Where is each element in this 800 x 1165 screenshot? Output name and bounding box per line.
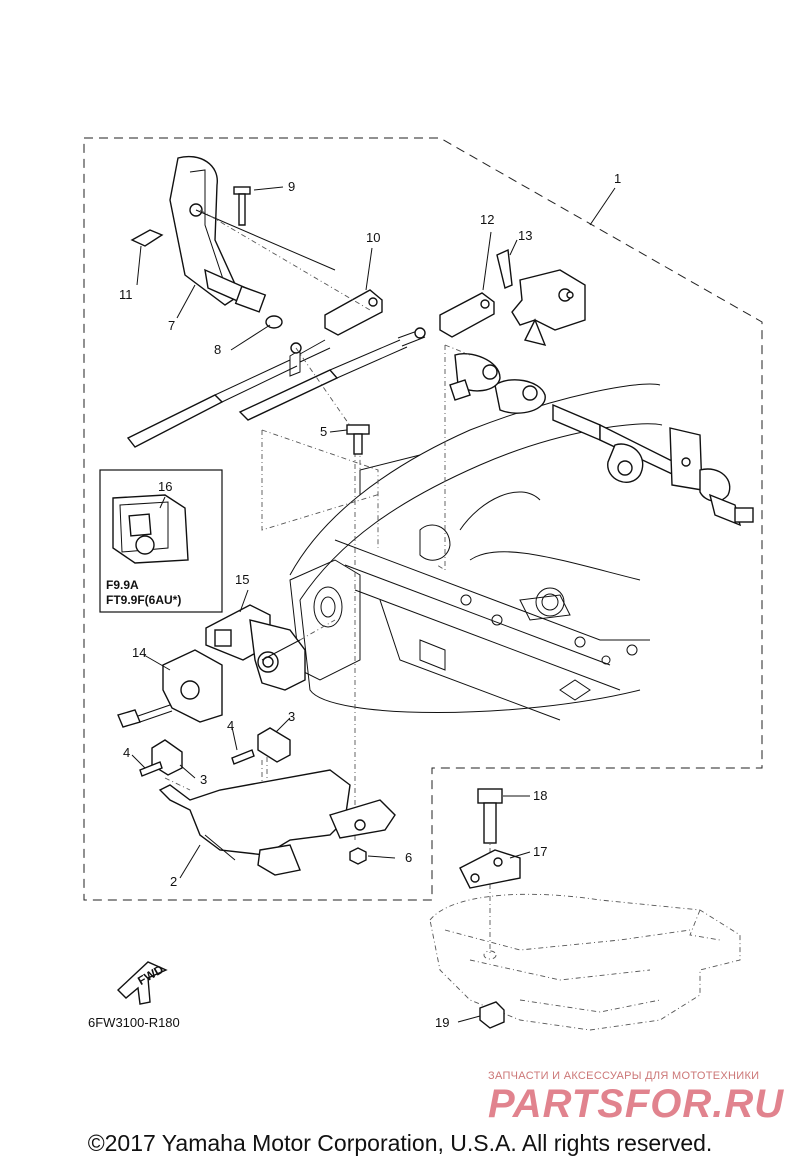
callout-15: 15 [235,572,249,587]
callout-18: 18 [533,788,547,803]
copyright-notice: ©2017 Yamaha Motor Corporation, U.S.A. A… [87,1130,713,1156]
callout-4b: 4 [123,745,130,760]
clip-11 [130,229,164,247]
callout-10: 10 [366,230,380,245]
callout-1: 1 [614,171,621,186]
bracket-2 [158,769,396,876]
bolt-18 [477,788,503,844]
joint-10 [324,289,383,336]
bottom-cowling [289,383,663,721]
shift-shaft-assembly [449,269,754,527]
bolt-9 [233,186,251,226]
holder-3-right [231,727,291,765]
assembly-boundary [83,137,763,901]
diagram-code: 6FW3100-R180 [88,1015,180,1030]
bracket-17 [459,849,521,889]
nut-19 [479,1001,505,1029]
callout-numbers: 1 9 10 12 13 11 7 8 5 16 15 14 4 3 4 3 1… [119,171,621,1030]
joint-12 [439,292,495,338]
callout-3a: 3 [288,709,295,724]
callout-19: 19 [435,1015,449,1030]
shift-lever-7 [169,155,336,313]
watermark-logo: PARTSFOR.RU [488,1082,785,1126]
lower-cover [429,893,741,1031]
clip-13 [496,248,513,289]
callout-6: 6 [405,850,412,865]
bolt-5 [346,424,370,455]
bracket-15 [205,604,306,691]
callout-2: 2 [170,874,177,889]
fwd-label: FWD [135,962,166,988]
callout-5: 5 [320,424,327,439]
fwd-arrow-icon: FWD [116,961,168,1005]
leader-lines [131,186,616,1023]
callout-12: 12 [480,212,494,227]
callout-14: 14 [132,645,146,660]
inset-box-16 [99,469,223,613]
callout-16: 16 [158,479,172,494]
callout-17: 17 [533,844,547,859]
inset-model-line2: FT9.9F(6AU*) [106,593,181,607]
callout-3b: 3 [200,772,207,787]
callout-13: 13 [518,228,532,243]
callout-7: 7 [168,318,175,333]
callout-4a: 4 [227,718,234,733]
holder-3-left [139,739,183,777]
nut-6 [349,847,367,865]
callout-9: 9 [288,179,295,194]
watermark-tagline: ЗАПЧАСТИ И АКСЕССУАРЫ ДЛЯ МОТОТЕХНИКИ [488,1070,760,1082]
shift-cables [126,327,426,448]
plate-14 [117,649,223,728]
inset-model-line1: F9.9A [106,578,139,592]
callout-8: 8 [214,342,221,357]
callout-11: 11 [119,287,133,302]
